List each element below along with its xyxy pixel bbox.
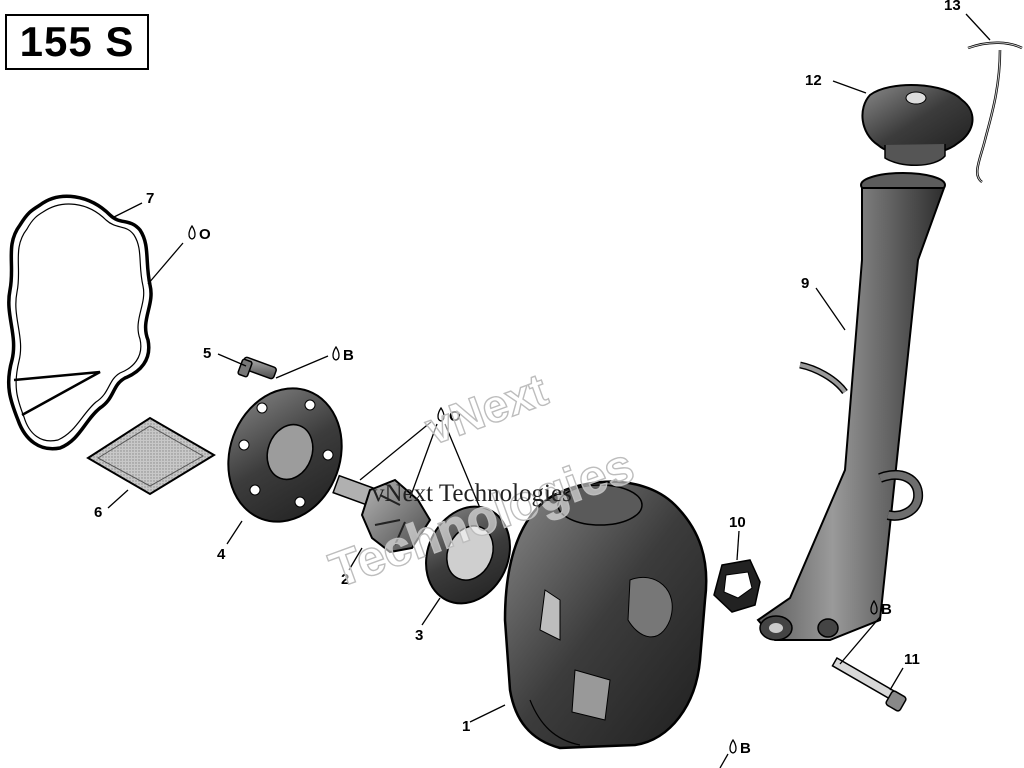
lube-marker-bolt11: B [881,601,892,618]
part-1-housing [503,480,708,750]
model-label: 155 S [19,18,135,65]
callout-4: 4 [217,546,226,563]
part-5-bolt [237,356,277,380]
part-13-strap [967,41,1023,184]
leader-lines [107,13,991,768]
callout-2: 2 [341,571,349,588]
callout-3: 3 [415,627,423,644]
part-7-gasket [6,194,153,451]
callout-9: 9 [801,275,809,292]
part-9-pipe [756,172,946,641]
callout-5: 5 [203,345,211,362]
part-3-ring [425,505,511,605]
lube-marker-gasket: O [199,226,211,243]
drop-icon [188,224,878,754]
part-2-impeller [332,474,432,554]
lube-marker-housing: B [740,740,751,757]
part-4-disc [227,387,343,523]
callout-6: 6 [94,504,102,521]
watermark-text: vNext Technologies [372,480,572,507]
callout-1: 1 [462,718,470,735]
part-12-cap [861,83,974,166]
part-11-bolt [831,657,907,712]
callout-13: 13 [944,0,961,14]
callout-7: 7 [146,190,154,207]
callout-12: 12 [805,72,822,89]
part-6-plate [86,416,216,496]
callout-10: 10 [729,514,746,531]
part-10-clip [713,559,761,613]
lube-marker-impeller: O [449,408,461,425]
lube-marker-bolt5: B [343,347,354,364]
callout-11: 11 [904,651,920,668]
model-label-box: 155 S [5,14,149,70]
